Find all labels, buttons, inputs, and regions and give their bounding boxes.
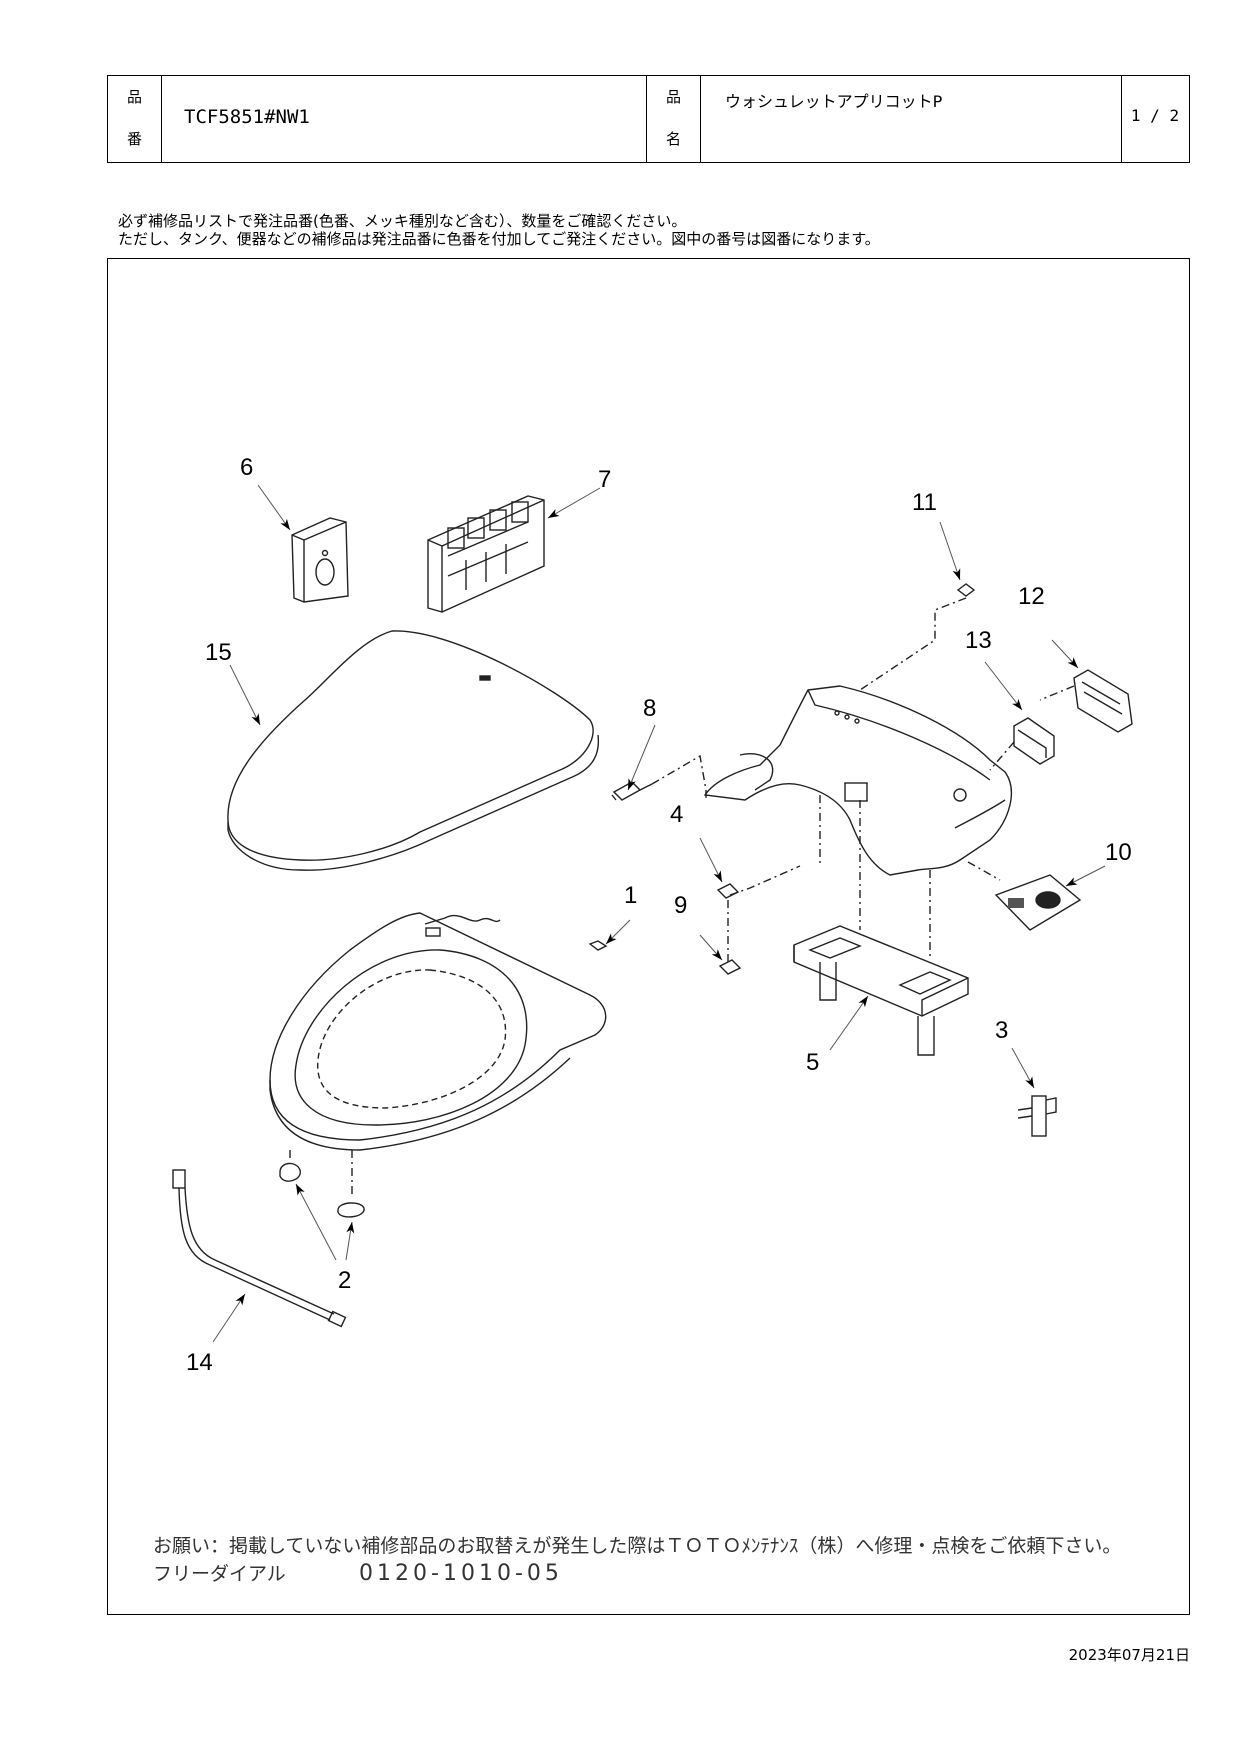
- callout-1: 1: [624, 882, 637, 909]
- issue-date: 2023年07月21日: [1068, 1646, 1190, 1664]
- callout-15: 15: [205, 639, 232, 666]
- part-no-cell: TCF5851#NW1: [162, 76, 647, 162]
- leader-10: [1065, 865, 1106, 887]
- footer-request: お願い：掲載していない補修部品のお取替えが発生した際はＴＯＴＯﾒﾝﾃﾅﾝｽ（株）…: [153, 1535, 1122, 1557]
- filter-cover-part: [1013, 717, 1055, 765]
- sensor-part: [956, 583, 976, 597]
- inlet-valve-part: [1017, 1095, 1057, 1137]
- callout-4: 4: [670, 801, 683, 828]
- product-name: ウォシュレットアプリコットP: [725, 92, 943, 111]
- toilet-seat-part: [269, 912, 607, 1151]
- bottom-cover-part: [994, 874, 1082, 931]
- part-no-label-cell: 品 番: [108, 76, 162, 162]
- leader-9: [699, 934, 723, 961]
- page-number: 1 / 2: [1130, 106, 1180, 125]
- callout-14: 14: [186, 1349, 213, 1376]
- main-unit-part: [703, 685, 1012, 876]
- footer-dial-row: フリーダイアル 0120-1010-05: [153, 1560, 1121, 1588]
- leader-12: [1051, 639, 1079, 669]
- supply-hose-part: [172, 1169, 347, 1328]
- callout-2: 2: [338, 1267, 351, 1294]
- leader-6: [257, 484, 291, 531]
- seat-plate-part: [588, 940, 608, 951]
- leader-5: [829, 995, 869, 1051]
- part-number: TCF5851#NW1: [184, 106, 310, 128]
- clip-part: [716, 883, 742, 975]
- note-line-1: 必ず補修品リストで発注品番(色番、メッキ種別など含む）、数量をご確認ください。: [118, 212, 687, 230]
- callout-5: 5: [806, 1049, 819, 1076]
- leader-4: [699, 837, 723, 883]
- deodorizer-filter-part: [1073, 669, 1133, 733]
- leader-8: [627, 724, 656, 791]
- leader-15: [229, 664, 261, 726]
- drawing-frame: [107, 258, 1190, 1615]
- leader-3: [1011, 1047, 1035, 1089]
- callout-8: 8: [643, 695, 656, 722]
- leader-11: [939, 521, 961, 581]
- seat-bumper-parts: [279, 1150, 365, 1218]
- leader-2a: [295, 1183, 337, 1261]
- remote-holder-part: [291, 517, 349, 603]
- header-table: 品 番 TCF5851#NW1 品 名 ウォシュレットアプリコットP 1 / 2: [107, 75, 1190, 163]
- leader-13: [984, 661, 1023, 711]
- callout-13: 13: [965, 627, 992, 654]
- callout-11: 11: [912, 489, 937, 516]
- leader-1: [605, 919, 631, 945]
- product-name-cell: ウォシュレットアプリコットP: [701, 76, 1122, 162]
- callout-7: 7: [598, 466, 611, 493]
- leader-14: [212, 1293, 246, 1343]
- remote-control-part: [427, 495, 545, 613]
- page-cell: 1 / 2: [1122, 76, 1188, 162]
- base-plate-part: [793, 925, 969, 1056]
- name-label-top: 品: [665, 88, 681, 106]
- leader-7: [547, 487, 601, 519]
- leader-2b: [345, 1221, 355, 1261]
- callout-3: 3: [995, 1017, 1008, 1044]
- name-label-bottom: 名: [665, 130, 681, 148]
- footer-note: お願い：掲載していない補修部品のお取替えが発生した際はＴＯＴＯﾒﾝﾃﾅﾝｽ（株）…: [153, 1532, 1121, 1588]
- note-line-2: ただし、タンク、便器などの補修品は発注品番に色番を付加してご発注ください。図中の…: [118, 230, 880, 248]
- callout-12: 12: [1018, 583, 1045, 610]
- toilet-lid-part: [227, 630, 600, 871]
- part-no-label-bottom: 番: [126, 130, 142, 148]
- free-dial-number: 0120-1010-05: [359, 1561, 563, 1586]
- valve-part: [611, 781, 653, 801]
- name-label-cell: 品 名: [647, 76, 701, 162]
- callout-9: 9: [674, 892, 687, 919]
- notes: 必ず補修品リストで発注品番(色番、メッキ種別など含む）、数量をご確認ください。 …: [118, 212, 880, 248]
- callout-6: 6: [240, 454, 253, 481]
- free-dial-label: フリーダイアル: [153, 1563, 286, 1585]
- part-no-label-top: 品: [126, 88, 142, 106]
- callout-10: 10: [1105, 839, 1132, 866]
